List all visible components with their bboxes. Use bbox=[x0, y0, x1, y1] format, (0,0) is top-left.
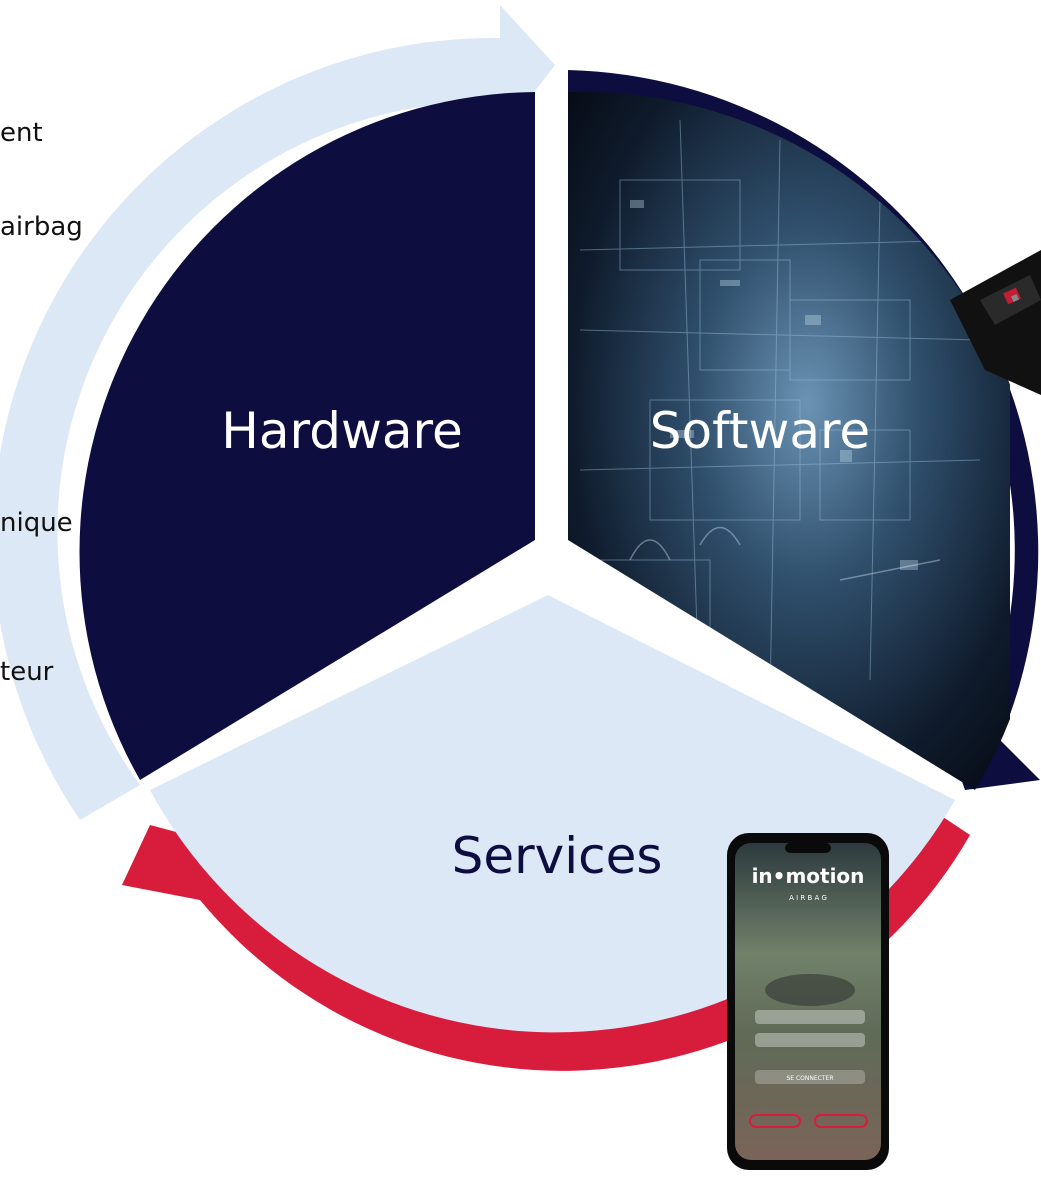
airbag-device-image bbox=[950, 250, 1041, 395]
smartphone-image bbox=[727, 833, 889, 1170]
hardware-cycle-arrow bbox=[0, 5, 555, 820]
services-label: Services bbox=[452, 827, 663, 885]
phone-brand: in•motion bbox=[752, 864, 865, 888]
side-text-2: airbag bbox=[0, 212, 83, 242]
side-text-3: nique bbox=[0, 508, 73, 538]
hardware-segment bbox=[79, 92, 536, 780]
phone-brand-sub: A I R B A G bbox=[789, 894, 827, 902]
software-label: Software bbox=[650, 402, 870, 460]
side-text-1: ent bbox=[0, 118, 43, 148]
phone-login-button: SE CONNECTER bbox=[786, 1075, 833, 1082]
hardware-label: Hardware bbox=[221, 402, 462, 460]
side-text-4: teur bbox=[0, 657, 54, 687]
